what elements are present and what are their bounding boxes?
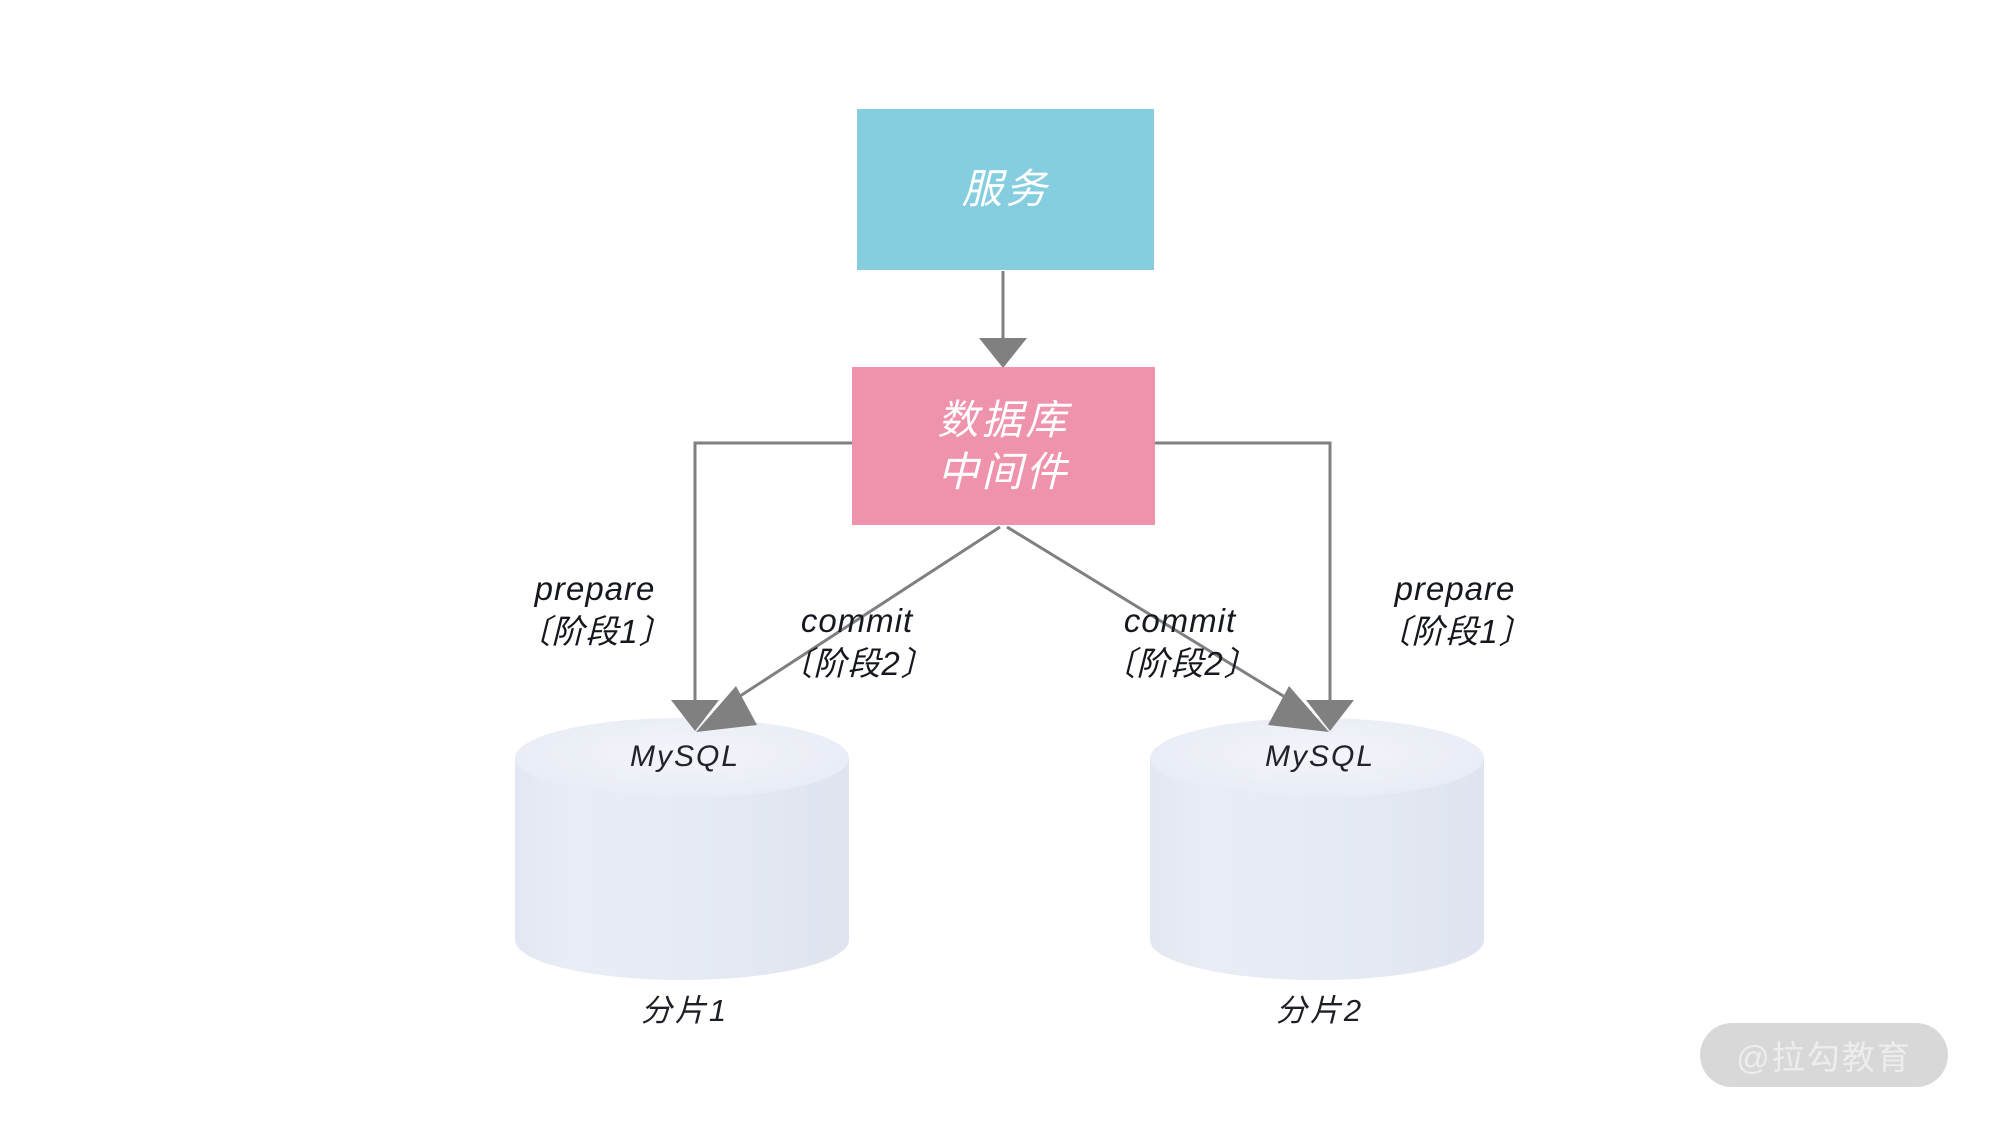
node-database-middleware[interactable]: 数据库 中间件 (852, 367, 1155, 525)
watermark-badge: @拉勾教育 (1700, 1023, 1948, 1087)
shard-1-db-label: MySQL (629, 740, 741, 773)
node-service[interactable]: 服务 (857, 109, 1154, 270)
edge-label-prepare-right: prepare 〔阶段1〕 (1377, 570, 1533, 650)
shard-2-db-label: MySQL (1264, 740, 1376, 773)
edge-prepare-right (1155, 441, 1354, 731)
edge-label-commit-left: commit 〔阶段2〕 (779, 602, 935, 682)
edge-prepare-left (671, 441, 852, 731)
shard-1-caption: 分片1 (640, 993, 730, 1028)
edge-service-to-middleware (979, 271, 1027, 368)
cylinder-shard-2 (1150, 718, 1484, 980)
edge-label-prepare-left: prepare 〔阶段1〕 (517, 570, 673, 650)
cylinder-shard-1 (515, 718, 849, 980)
edge-label-commit-right: commit 〔阶段2〕 (1102, 602, 1258, 682)
edge-commit-right (1006, 525, 1329, 732)
shard-2-caption: 分片2 (1275, 993, 1365, 1028)
edge-commit-left (696, 525, 1001, 732)
